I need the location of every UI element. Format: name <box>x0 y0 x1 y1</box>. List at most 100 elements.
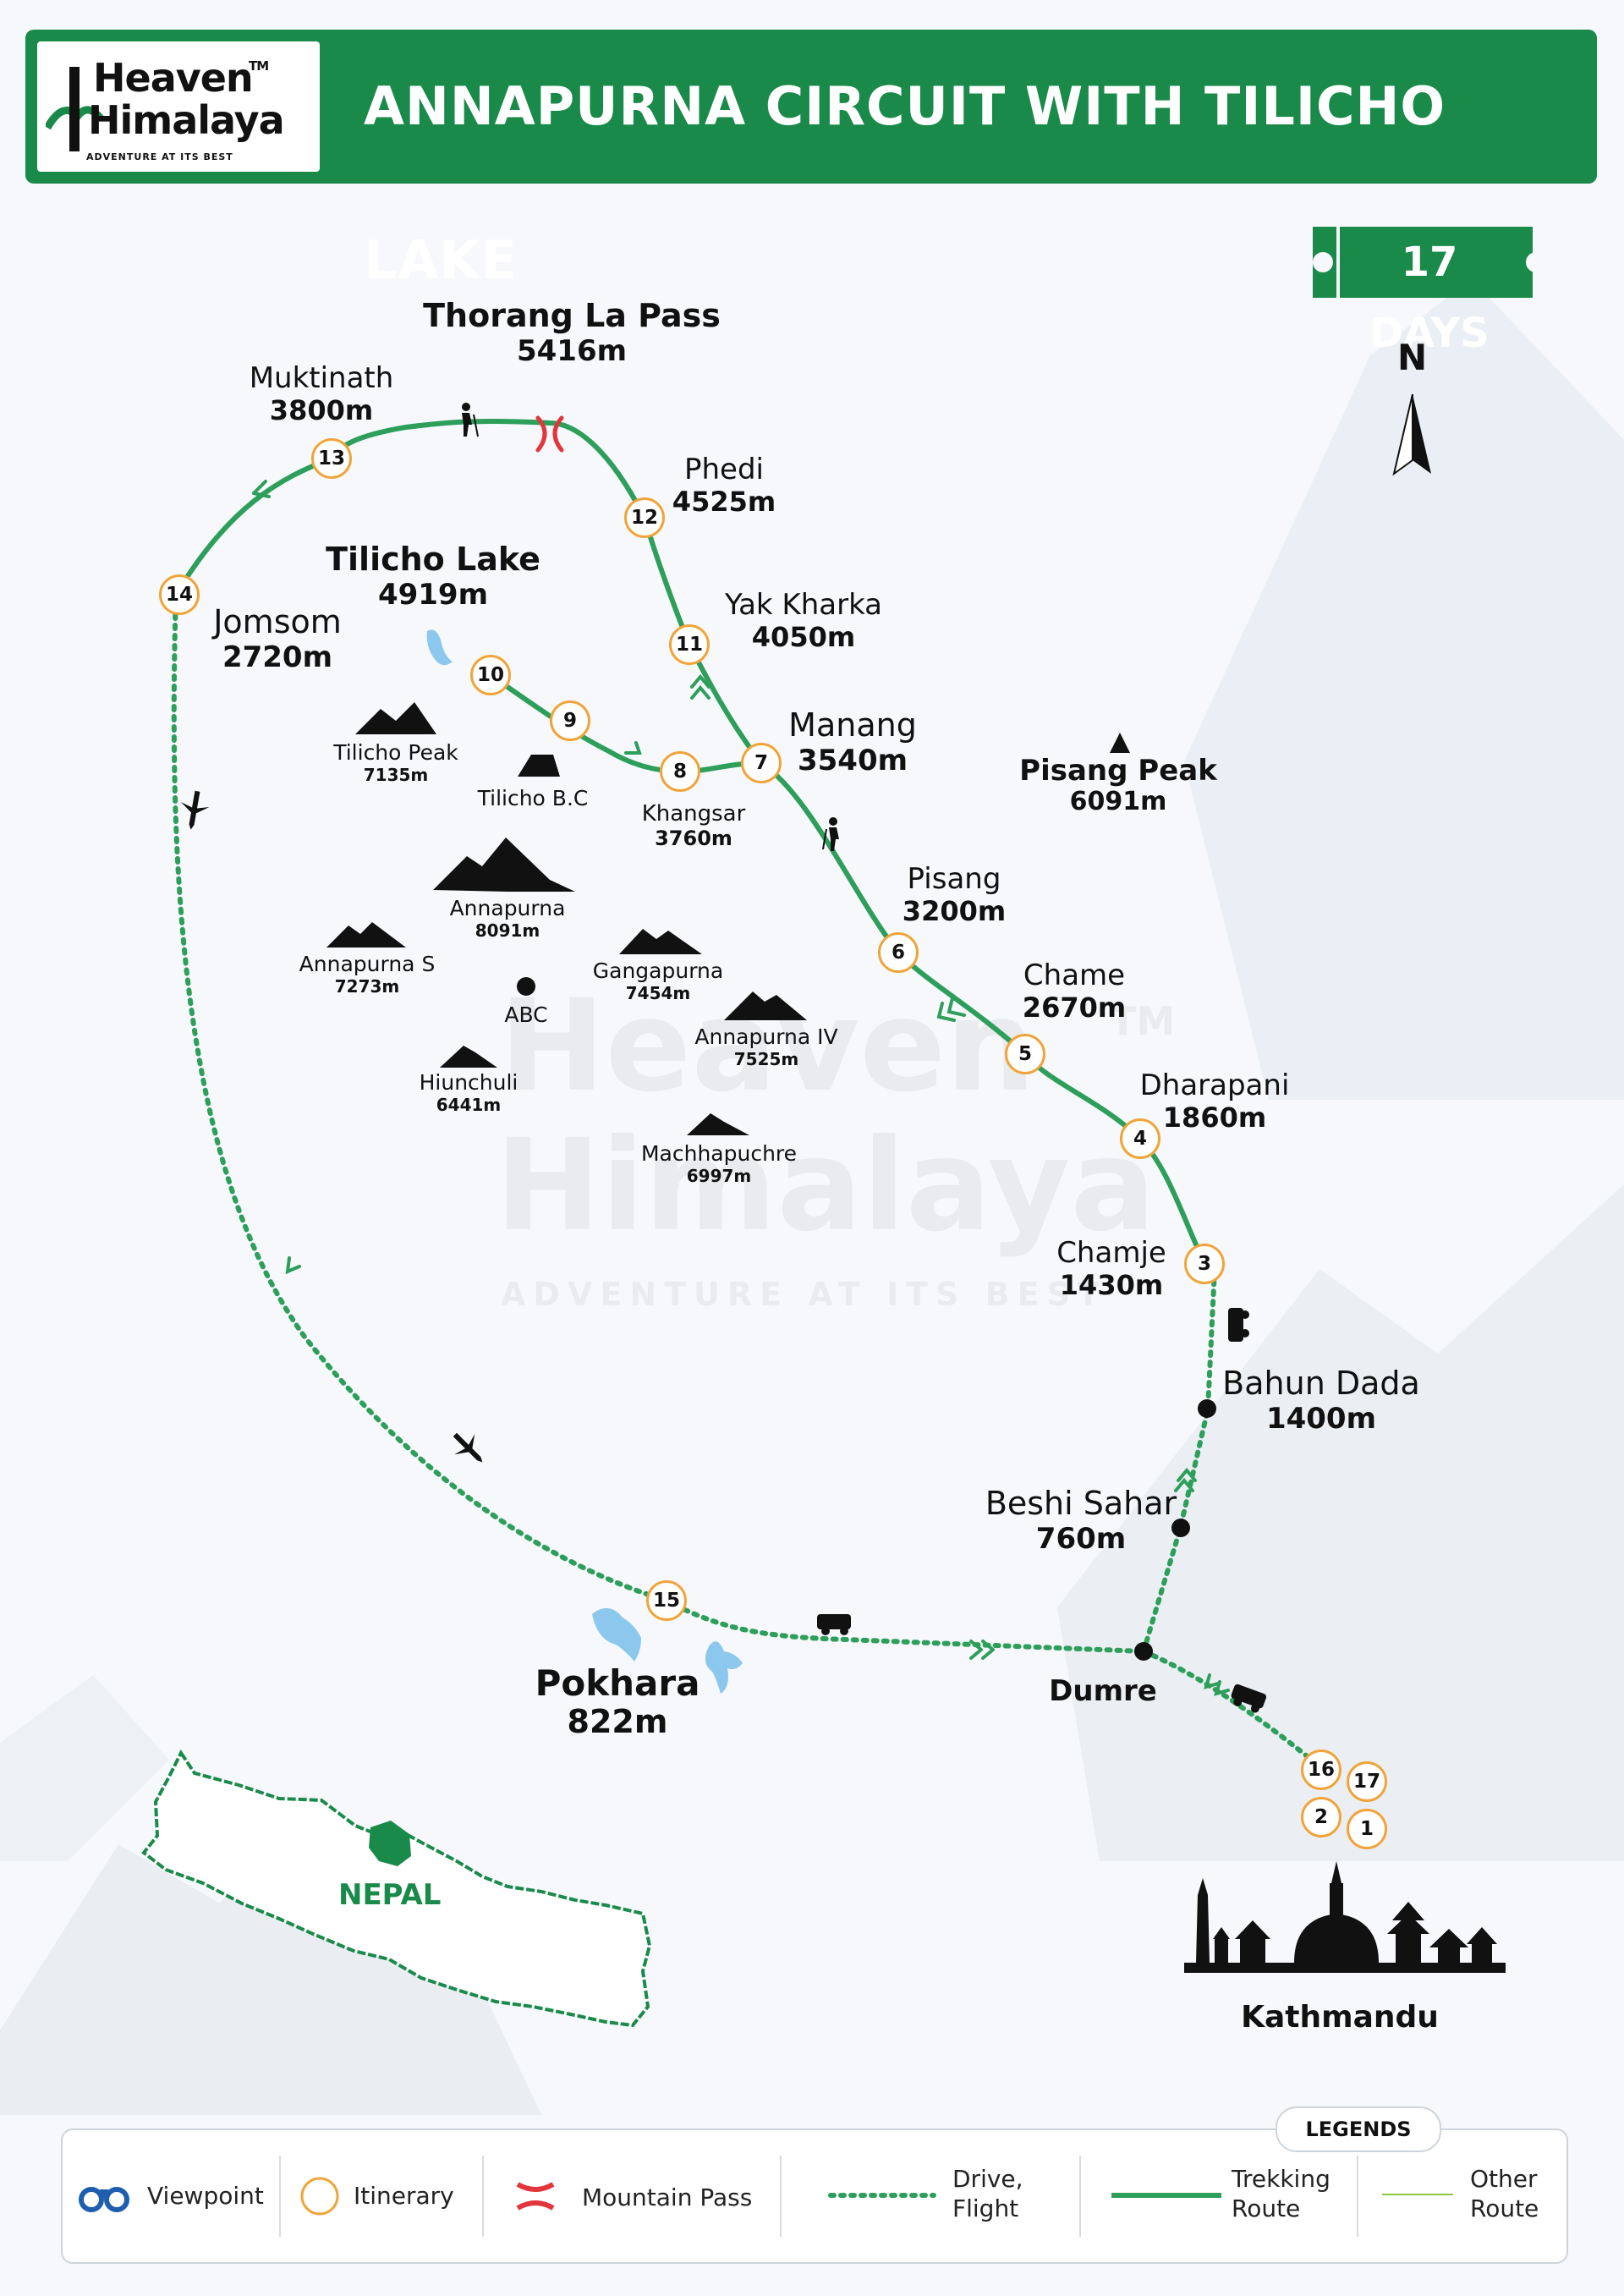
other-route-line-icon <box>1382 2194 1453 2195</box>
itinerary-stop-11: 11 <box>669 624 710 665</box>
jomsom-name: Jomsom <box>213 603 342 640</box>
itinerary-stop-12: 12 <box>624 497 665 538</box>
jeep-icon-1 <box>817 1614 851 1635</box>
drive-route-dumre-chamje <box>1141 1266 1217 1654</box>
label-tilicho-bc: Tilicho B.C <box>477 786 589 811</box>
chamje-elev: 1430m <box>1059 1269 1164 1302</box>
itinerary-stop-3: 3 <box>1184 1244 1225 1284</box>
legend-other-label: Other <box>1470 2165 1538 2193</box>
abc-name: ABC <box>504 1002 548 1027</box>
logo-tagline: ADVENTURE AT ITS BEST <box>86 151 233 162</box>
beshi-sahar-dot <box>1171 1519 1190 1537</box>
itinerary-stop-2: 2 <box>1301 1797 1341 1837</box>
itinerary-stop-17: 17 <box>1347 1761 1387 1802</box>
itinerary-stop-1: 1 <box>1347 1809 1387 1849</box>
kathmandu-skyline-icon <box>1184 1861 1506 1973</box>
airplane-icon-2 <box>453 1432 483 1463</box>
legend-divider <box>780 2156 782 2237</box>
brand-logo: Heaven TM Himalaya ADVENTURE AT ITS BEST <box>37 41 320 172</box>
pisang-peak-elev: 6091m <box>1069 787 1167 817</box>
header-banner: Heaven TM Himalaya ADVENTURE AT ITS BEST… <box>25 30 1597 291</box>
pisang-peak-name: Pisang Peak <box>1019 754 1217 788</box>
jeep-icon-2 <box>1231 1684 1267 1713</box>
jeep-icon-3 <box>1228 1308 1249 1342</box>
badge-notches <box>1313 227 1546 298</box>
label-abc: ABC <box>504 1002 548 1028</box>
watermark-line2: Himalaya <box>495 1112 1156 1260</box>
watermark-tm: TM <box>1110 998 1176 1044</box>
legend-divider <box>279 2156 281 2237</box>
legend-divider <box>1079 2156 1081 2237</box>
jomsom-elev: 2720m <box>222 640 333 674</box>
map-title: ANNAPURNA CIRCUIT WITH TILICHO LAKE <box>364 75 1446 291</box>
begnas-lake-shape <box>705 1641 743 1694</box>
pisang-name: Pisang <box>907 862 1001 896</box>
logo-tm: TM <box>249 58 269 74</box>
dumre-dot <box>1134 1642 1153 1661</box>
north-arrow-icon <box>1392 393 1431 476</box>
beshi-sahar-elev: 760m <box>1035 1521 1127 1556</box>
tilicho-lake-elev: 4919m <box>377 577 489 612</box>
itinerary-stop-15: 15 <box>646 1580 687 1621</box>
thorang-name: Thorang La Pass <box>423 297 721 334</box>
legend-drive-label: Drive, <box>952 2165 1023 2193</box>
watermark-line1: Heaven <box>499 973 1036 1120</box>
legend-viewpoint: Viewpoint <box>147 2182 264 2210</box>
manang-name: Manang <box>788 706 917 744</box>
yak-kharka-name: Yak Kharka <box>724 588 883 622</box>
tilicho-peak-elev: 7135m <box>363 764 429 785</box>
trek-route-tilicho <box>488 673 764 775</box>
hiker-icon <box>462 403 479 437</box>
abc-dot <box>517 977 535 996</box>
phedi-name: Phedi <box>684 453 764 486</box>
machhapuchre-name: Machhapuchre <box>640 1141 798 1166</box>
pokhara-elev: 822m <box>567 1703 668 1741</box>
itinerary-stop-10: 10 <box>470 655 511 695</box>
drive-route-pokhara-dumre <box>664 1598 1146 1654</box>
logo-himalaya: Himalaya <box>88 97 285 143</box>
legend-divider <box>482 2156 484 2237</box>
itinerary-stop-9: 9 <box>550 700 590 741</box>
chamje-name: Chamje <box>1056 1236 1166 1270</box>
flight-route-jomsom-pokhara <box>171 592 669 1603</box>
legend-flight-label: Flight <box>952 2194 1019 2222</box>
route-direction-arrows <box>252 480 1230 1696</box>
tilicho-bc-name: Tilicho B.C <box>477 786 589 810</box>
chame-elev: 2670m <box>1022 991 1127 1024</box>
legend-itinerary: Itinerary <box>354 2182 454 2210</box>
legend-drive-flight: Drive,Flight <box>952 2164 1023 2223</box>
legend-mountain-pass: Mountain Pass <box>582 2183 753 2211</box>
itinerary-ring-icon <box>300 2177 339 2216</box>
tilicho-lake-name: Tilicho Lake <box>326 541 540 578</box>
gangapurna-elev: 7454m <box>625 982 691 1003</box>
label-kathmandu: Kathmandu <box>1241 2000 1439 2035</box>
pisang-elev: 3200m <box>902 895 1007 928</box>
legend-divider <box>1357 2156 1358 2237</box>
label-dumre: Dumre <box>1049 1674 1157 1708</box>
mountain-pass-icon <box>535 415 564 453</box>
dharapani-elev: 1860m <box>1162 1101 1267 1134</box>
itinerary-stop-16: 16 <box>1301 1749 1341 1790</box>
machhapuchre-elev: 6997m <box>686 1165 752 1186</box>
legend-trekking-label: Trekking <box>1232 2165 1330 2193</box>
hiunchuli-elev: 6441m <box>436 1094 502 1115</box>
chame-name: Chame <box>1023 958 1126 992</box>
legend-trekking-route-label: Route <box>1232 2194 1301 2222</box>
